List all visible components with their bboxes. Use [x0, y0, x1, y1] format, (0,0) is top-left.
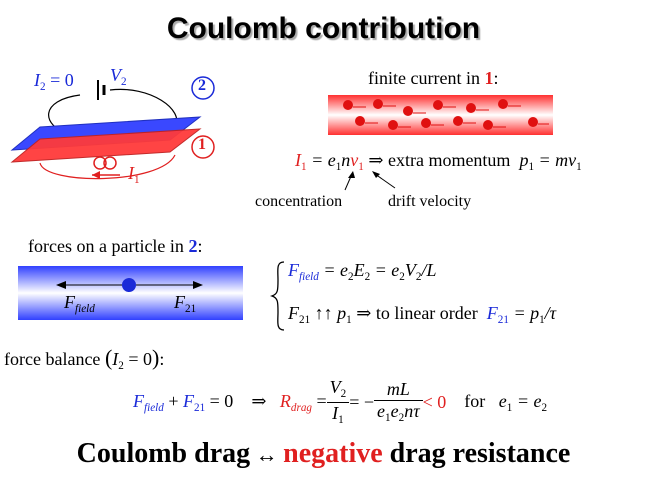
- electrons: [343, 99, 538, 130]
- particle: [122, 278, 136, 292]
- annotation-arrows: [344, 171, 396, 191]
- f21-label: F21: [174, 292, 197, 315]
- v2-label: V2: [110, 65, 127, 88]
- force-line-1: Ffield = e2E2 = e2V2/L: [288, 260, 437, 283]
- page-title: Coulomb contribution: [166, 12, 481, 45]
- f-field-label: Ffield: [64, 292, 95, 315]
- layer-1-label: 1: [198, 136, 206, 153]
- layer-1-marker: [191, 135, 215, 159]
- current-equation: I1 = e1nv1 ⇒ extra momentum p1 = mv1: [295, 150, 582, 173]
- i1-label: I1: [128, 163, 140, 186]
- conclusion: Coulomb drag ↔ negative drag resistance: [76, 438, 571, 469]
- force-balance-label: force balance (I2 = 0):: [4, 345, 165, 372]
- layer-2-marker: [191, 76, 215, 100]
- system-brace: [270, 261, 285, 331]
- current-wire-diagram: [328, 95, 553, 135]
- drift-arrows: [353, 105, 549, 128]
- force-line-2: F21 ↑↑ p1 ⇒ to linear order F21 = p1/τ: [288, 303, 557, 326]
- layer-2-bar: [18, 266, 243, 320]
- current-heading: finite current in 1:: [368, 68, 499, 88]
- drift-velocity-label: drift velocity: [388, 193, 472, 210]
- i2-zero-label: I2 = 0: [34, 70, 74, 93]
- layer-2-label: 2: [198, 77, 206, 94]
- lower-circuit-wire: [39, 154, 176, 180]
- current-arrowhead: [92, 171, 100, 179]
- particle-force-diagram: [18, 266, 243, 320]
- concentration-label: concentration: [255, 193, 343, 210]
- bilayer-diagram: [10, 76, 215, 180]
- current-source-left: [93, 156, 107, 170]
- current-source-right: [103, 156, 117, 170]
- forces-heading: forces on a particle in 2:: [28, 236, 203, 256]
- lower-layer-plate: [10, 128, 202, 163]
